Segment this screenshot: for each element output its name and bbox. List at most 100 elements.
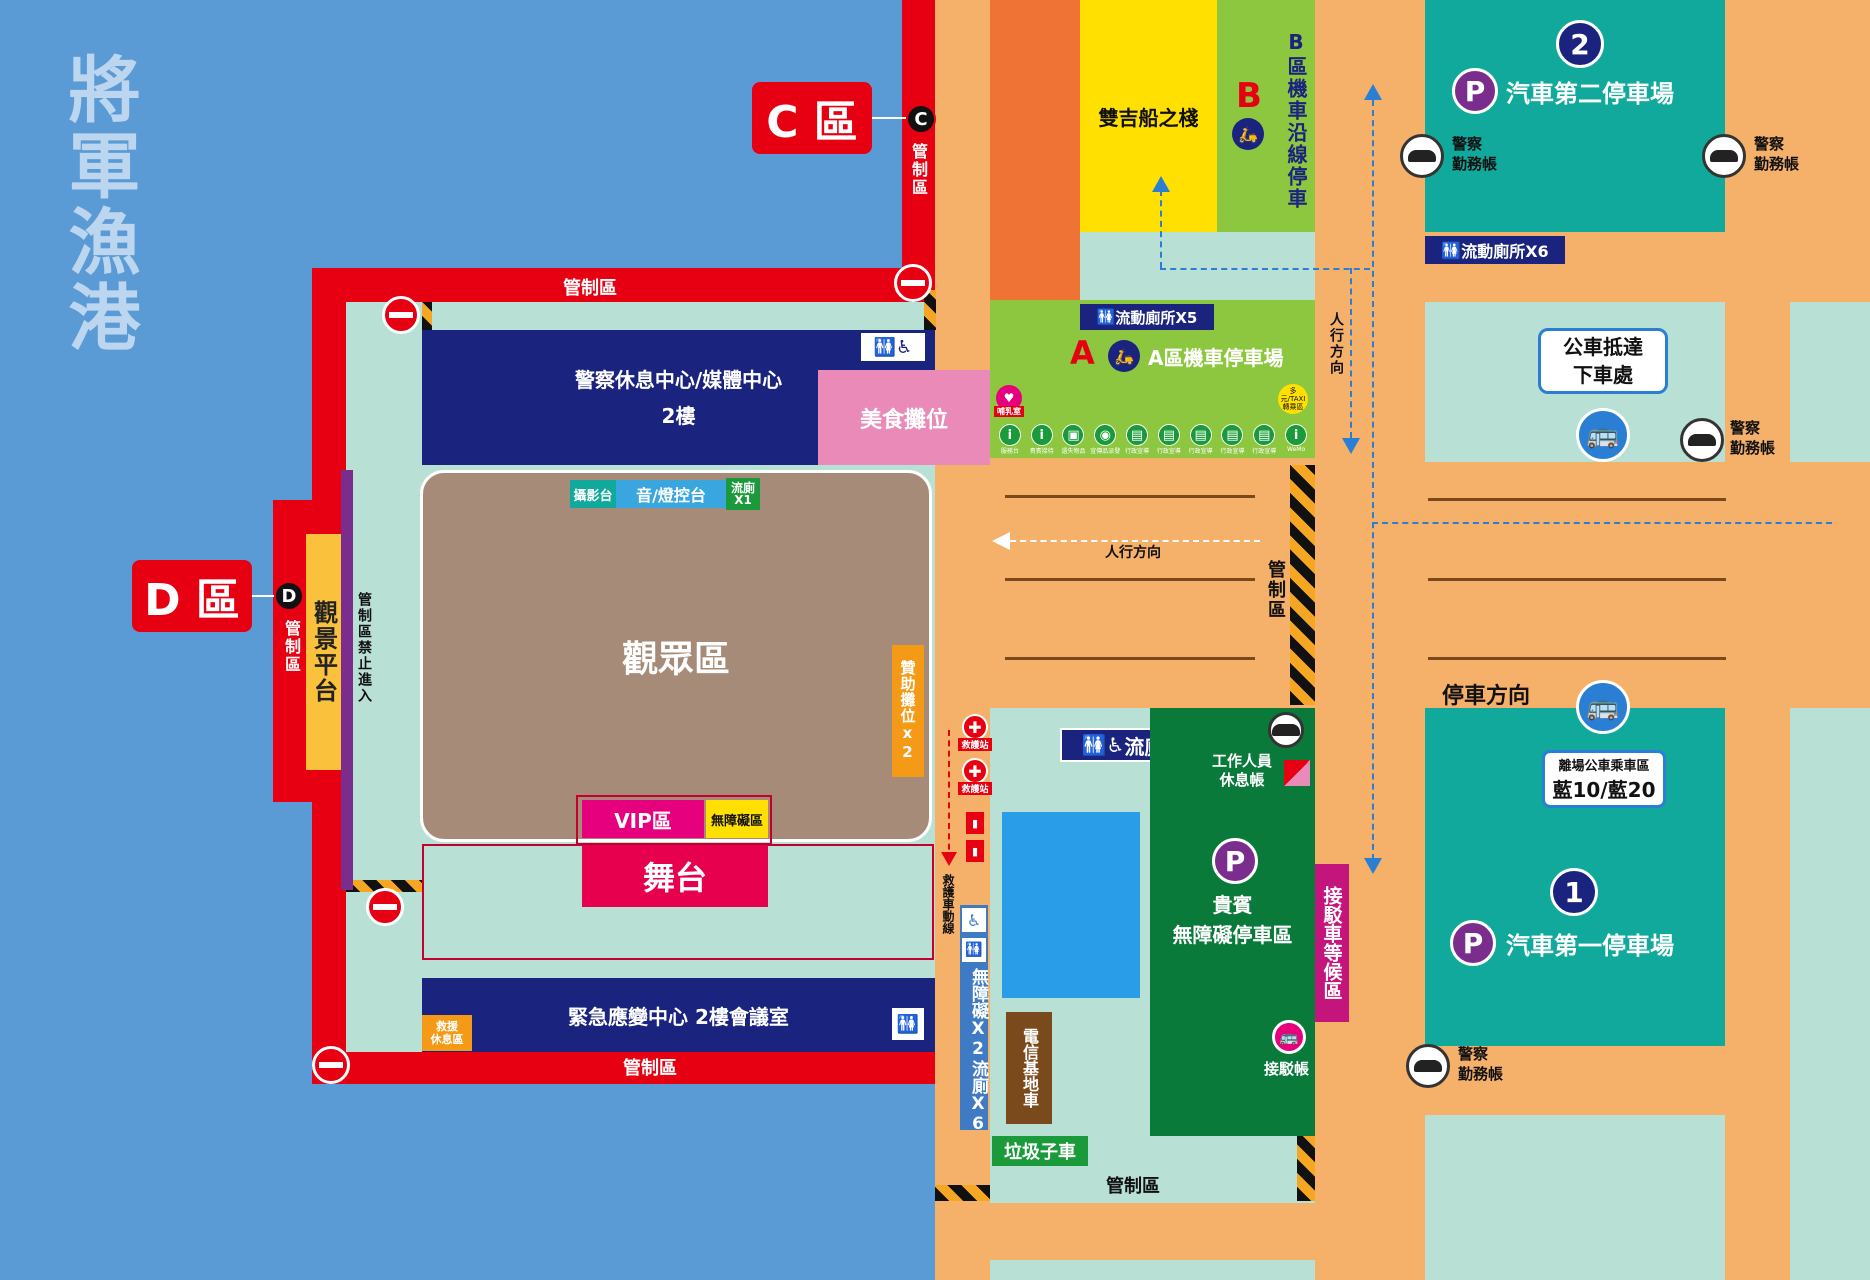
parking-1-number: 1 <box>1550 868 1598 916</box>
road-line-1 <box>1005 495 1255 498</box>
police-icon-4 <box>1406 1044 1450 1088</box>
police-icon-1 <box>1400 134 1444 178</box>
service-item: ▤行政宣導 <box>1121 424 1153 458</box>
service-item: ▤行政宣導 <box>1185 424 1217 458</box>
taxi-icon: 多元/TAXI 轉乘區 <box>1278 384 1308 414</box>
ambulance-route-label: 救護車動線 <box>941 874 955 934</box>
wheelchair-icon-strip: ♿ <box>962 908 986 932</box>
police-tent-label-4: 警察 勤務帳 <box>1458 1045 1504 1083</box>
camera-stand: 攝影台 <box>570 480 616 508</box>
road-line-6 <box>1428 657 1726 660</box>
toilets-x6-label: 流廁X6 <box>968 1060 988 1134</box>
ambulance-icon-2: ▮ <box>966 840 984 862</box>
ped-direction-label-v: 人行方向 <box>1328 312 1344 376</box>
first-aid-label-1: 救護站 <box>958 738 992 751</box>
bus-arrival-icon: 🚌 <box>1576 408 1630 462</box>
service-item: ▤行政宣導 <box>1153 424 1185 458</box>
bus-arrival-label: 公車抵達 下車處 <box>1538 328 1668 394</box>
barrier-top-right <box>924 290 936 330</box>
car-parking-1-label: 汽車第一停車場 <box>1506 932 1674 960</box>
parking-2-p-icon: P <box>1452 68 1498 114</box>
b-zone-letter: B <box>1236 76 1262 116</box>
a-moto-parking-label: A區機車停車場 <box>1148 346 1284 370</box>
bus-departure-icon: 🚌 <box>1576 680 1630 734</box>
control-zone-label-bottom: 管制區 <box>623 1058 677 1079</box>
no-entry-icon-1 <box>382 296 420 334</box>
ambulance-icon-1: ▮ <box>966 812 984 834</box>
bus-departure-box: 離場公車乘車區 藍10/藍20 <box>1542 750 1666 808</box>
control-zone-label-bottom-right: 管制區 <box>1106 1176 1160 1197</box>
first-aid-label-2: 救護站 <box>958 782 992 795</box>
ped-arrow-down-2 <box>1364 858 1382 874</box>
police-tent-label-3: 警察 勤務帳 <box>1730 419 1776 457</box>
audience-area: 觀眾區 <box>420 470 932 842</box>
toilet-x1: 流廁 X1 <box>726 478 760 510</box>
ped-path-h1 <box>1160 268 1370 270</box>
toilet-icon-emergency: 🚻 <box>892 1008 924 1040</box>
control-zone-label-d: 管制區 <box>282 620 301 674</box>
barrier-top-left <box>422 302 432 330</box>
land-block-bottom <box>990 1260 1315 1280</box>
emergency-center: 緊急應變中心 2樓會議室 <box>422 978 935 1052</box>
toilet-icon-strip: 🚻 <box>962 938 986 962</box>
ped-path-v1 <box>1160 190 1162 268</box>
no-entry-icon-4 <box>312 1046 350 1084</box>
ped-direction-label: 人行方向 <box>1105 545 1161 561</box>
ped-arrow-down-3 <box>1342 438 1360 454</box>
service-item: ▤行政宣導 <box>1248 424 1280 458</box>
control-no-entry-label: 管制區禁止進入 <box>356 592 372 704</box>
control-zone-label-top: 管制區 <box>563 278 617 299</box>
stage: 舞台 <box>582 845 768 907</box>
red-border-bottom <box>312 1050 935 1084</box>
control-zone-label-c: 管制區 <box>909 143 928 197</box>
rescue-rest-area: 救援 休息區 <box>422 1015 472 1051</box>
first-aid-icon-2: ✚ <box>962 758 988 784</box>
harbor-name: 將軍漁港 <box>56 52 140 356</box>
c-zone-label: C 區 <box>752 82 872 154</box>
b-moto-parking-label: B區機車沿線停車 <box>1284 30 1308 210</box>
d-zone-connector <box>252 595 278 597</box>
ped-arrow-left <box>992 532 1010 550</box>
toilet-x6-top: 🚻 流動廁所X6 <box>1425 236 1565 264</box>
vip-area: VIP區 <box>582 800 704 838</box>
viewing-platform: 觀景平台 <box>306 534 342 770</box>
barrier-road-bottom <box>935 1185 990 1201</box>
service-item: ▣遺失物品 <box>1058 424 1090 458</box>
no-entry-icon-3 <box>366 888 404 926</box>
shuttle-tent-icon: 🚌 <box>1272 1020 1306 1054</box>
toilet-accessible-icon-top: 🚻♿ <box>860 332 926 362</box>
barrier-left-bottom <box>346 880 422 892</box>
orange-block <box>990 0 1080 300</box>
car-parking-2-label: 汽車第二停車場 <box>1506 80 1674 108</box>
a-moto-icon: 🛵 <box>1108 340 1140 372</box>
staff-rest-flag <box>1284 760 1310 786</box>
staff-rest-label: 工作人員 休息帳 <box>1212 752 1273 789</box>
land-block-right-bottom <box>1425 1115 1725 1280</box>
service-item: ◉宣傳品派發 <box>1089 424 1121 458</box>
road-line-2 <box>1005 578 1255 581</box>
shuttle-tent-label: 接駁帳 <box>1264 1060 1310 1078</box>
vip-parking-label: 貴賓 無障礙停車區 <box>1172 893 1293 947</box>
road-line-4 <box>1428 498 1726 501</box>
sponsor-booth: 贊助攤位x2 <box>892 645 924 777</box>
ped-path-v3 <box>1350 268 1352 438</box>
sound-light-control: 音/燈控台 <box>616 480 726 508</box>
b-moto-icon: 🛵 <box>1232 118 1264 150</box>
parking-2-number: 2 <box>1556 20 1604 68</box>
toilet-x5: 🚻 流動廁所X5 <box>1080 304 1214 330</box>
blue-pool <box>1002 812 1140 998</box>
barrier-road-right <box>1290 465 1315 705</box>
red-c-strip <box>902 0 935 306</box>
police-tent-label-2: 警察 勤務帳 <box>1754 135 1800 173</box>
b-zone-green <box>1217 0 1315 232</box>
shuangji-building: 雙吉船之棧 <box>1080 0 1217 232</box>
nursing-room-label: 哺乳室 <box>994 406 1024 417</box>
telecom-truck: 電信基地車 <box>1006 1012 1052 1124</box>
accessible-toilets-label: 無障礙X2 <box>968 968 988 1059</box>
ped-arrow-up-1 <box>1152 176 1170 192</box>
shuttle-waiting-area: 接駁車等候區 <box>1315 864 1349 1022</box>
d-zone-badge: D <box>274 581 304 611</box>
